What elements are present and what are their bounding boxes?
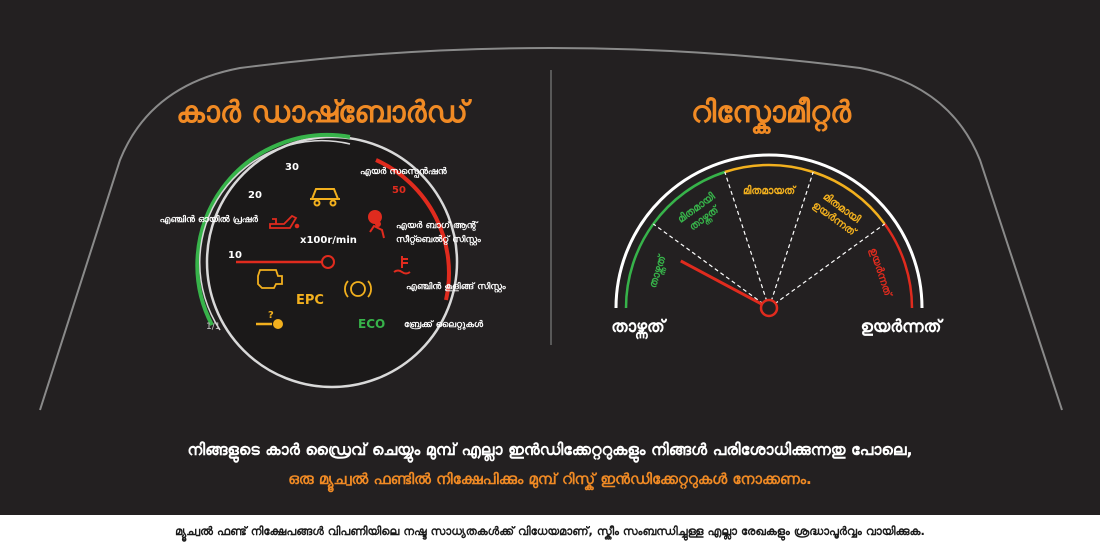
engine-oil-icon <box>269 214 300 229</box>
riskometer-divider <box>724 171 770 309</box>
gear-fraction: 1/1 <box>206 322 220 332</box>
speed-tick-10: 10 <box>228 250 242 261</box>
riskometer-divider <box>768 171 814 309</box>
car-suspension-icon <box>310 188 340 207</box>
riskometer-divider <box>652 223 770 309</box>
riskometer-level-label: മിതമായത് <box>743 184 797 197</box>
dashboard-title: കാർ ഡാഷ്ബോർഡ് <box>176 95 472 130</box>
speedometer-red-arc <box>375 158 451 301</box>
coolant-temp-icon <box>393 256 411 275</box>
footer-bar: മ്യൂച്വൽ ഫണ്ട് നിക്ഷേപങ്ങൾ വിപണിയിലെ നഷ്… <box>0 515 1100 550</box>
riskometer-gauge: താഴ്ന്നത്മിതമായിതാഴ്ന്നത്മിതമായത്മിതമായി… <box>614 153 924 318</box>
speedometer-inner-arc <box>199 139 351 331</box>
rpm-unit-label: x100r/min <box>300 235 357 246</box>
airbag-icon <box>368 210 385 239</box>
footer-disclaimer: മ്യൂച്വൽ ഫണ്ട് നിക്ഷേപങ്ങൾ വിപണിയിലെ നഷ്… <box>175 524 925 538</box>
airbag-label-line1: എയർ ബാഗ് ആന്റ് <box>396 220 479 231</box>
risk-high-label: ഉയർന്നത് <box>861 317 944 337</box>
riskometer-divider <box>768 223 886 309</box>
speed-tick-20: 20 <box>248 190 262 201</box>
epc-indicator: EPC <box>296 293 324 308</box>
speedometer-green-arc <box>195 133 351 326</box>
brake-icon <box>344 280 372 298</box>
riskometer-segment-arc <box>724 163 814 174</box>
riskometer-segment-arc <box>624 223 655 309</box>
brake-lights-label: ബ്രേക്ക് ലൈറ്റുകൾ <box>404 319 484 331</box>
riskometer-level-label: ഉയർന്നത് <box>867 246 895 299</box>
risk-low-label: താഴ്ന്നത് <box>611 317 667 339</box>
engine-cooling-label: എഞ്ചിൻ കൂളിങ്ങ് സിസ്റ്റം <box>406 280 506 294</box>
air-suspension-label: എയർ സസ്പെൻഷൻ <box>360 166 448 178</box>
riskometer-title: റിസ്കോമീറ്റർ <box>691 95 852 135</box>
riskometer-level-text: മിതമായത് <box>743 184 797 197</box>
caption-line-2: ഒരു മ്യൂച്വൽ ഫണ്ടിൽ നിക്ഷേപിക്കും മുമ്പ്… <box>288 470 812 488</box>
airbag-label-line2: സീറ്റ്ബെൽറ്റ് സിസ്റ്റം <box>396 233 481 247</box>
speedometer-hub <box>321 255 335 269</box>
riskometer-level-text: താഴ്ന്നത് <box>647 252 671 290</box>
riskometer-segment-arc <box>812 170 886 225</box>
svg-text:?: ? <box>268 310 274 321</box>
speed-tick-50: 50 <box>392 185 406 196</box>
check-engine-icon <box>257 269 283 289</box>
riskometer-segment-arc <box>652 170 726 225</box>
riskometer-level-label: താഴ്ന്നത് <box>647 252 671 290</box>
riskometer-segment-arc <box>883 223 914 309</box>
riskometer-outer-ring <box>614 153 924 309</box>
key-icon: ? <box>256 310 283 329</box>
riskometer-level-label: മിതമായിതാഴ്ന്നത് <box>675 189 724 234</box>
speed-tick-30: 30 <box>285 162 299 173</box>
speedometer: 10 20 30 50 x100r/min 1/1 എയർ സസ്പെൻഷൻ എ… <box>160 133 506 389</box>
riskometer-needle <box>680 259 770 310</box>
engine-oil-label: എഞ്ചിൻ ഓയിൽ പ്രഷർ <box>160 213 259 225</box>
riskometer-hub <box>759 298 779 318</box>
caption-line-1: നിങ്ങളുടെ കാർ ഡ്രൈവ് ചെയ്യും മുമ്പ് എല്ല… <box>187 440 913 459</box>
riskometer-level-text: ഉയർന്നത് <box>867 246 895 299</box>
eco-indicator: ECO <box>358 317 385 331</box>
dashboard-frame <box>39 47 1063 411</box>
